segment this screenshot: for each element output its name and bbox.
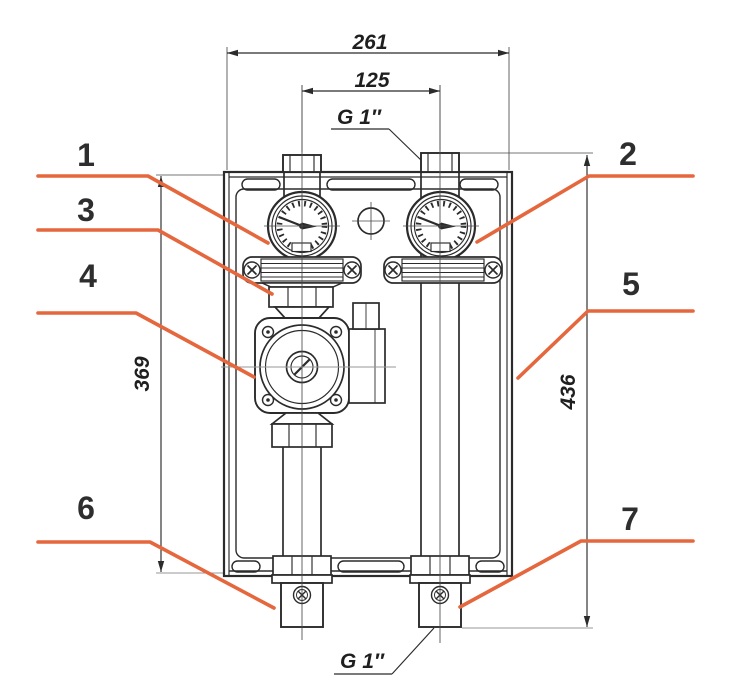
top-rail-slot-right xyxy=(459,178,499,191)
top-rail-slot-left xyxy=(241,178,281,191)
dim-value-125: 125 xyxy=(354,69,389,92)
bottom-rail-slot-left xyxy=(231,560,261,573)
dim-value-261: 261 xyxy=(351,31,387,54)
thread-label-top: G 1″ xyxy=(331,106,425,164)
callout-number-2: 2 xyxy=(619,136,637,172)
top-rail-slot-middle xyxy=(326,178,416,191)
callout-6: 6 xyxy=(36,490,276,610)
dim-value-436: 436 xyxy=(557,374,580,410)
gauge-window xyxy=(430,242,451,253)
enclosure xyxy=(222,170,514,578)
dimension-overall-height: 436 xyxy=(459,152,593,629)
gauge-needle xyxy=(278,215,303,228)
callout-5: 5 xyxy=(516,266,695,380)
callout-3: 3 xyxy=(36,192,274,296)
callout-number-3: 3 xyxy=(77,192,95,228)
pump-terminal-box xyxy=(348,328,386,404)
isolation-valve-right xyxy=(383,256,503,284)
dimension-overall-width: 261 xyxy=(226,31,510,170)
callout-7: 7 xyxy=(458,501,695,609)
mounting-hole xyxy=(352,202,390,240)
gauge-needle xyxy=(417,215,442,228)
callout-2: 2 xyxy=(475,136,695,244)
bottom-rail-slot-right xyxy=(475,560,505,573)
callout-number-6: 6 xyxy=(77,490,95,526)
callout-number-7: 7 xyxy=(621,501,639,537)
circulation-pump xyxy=(254,302,386,448)
callout-1: 1 xyxy=(36,137,270,245)
callout-number-4: 4 xyxy=(79,258,97,294)
gauge-window xyxy=(291,242,312,253)
centerlines xyxy=(221,85,479,643)
callout-number-5: 5 xyxy=(622,266,640,302)
dimension-body-height: 369 xyxy=(131,174,224,574)
callout-4: 4 xyxy=(36,258,256,379)
dim-value-369: 369 xyxy=(131,356,154,391)
bottom-rail-slot-middle xyxy=(337,560,405,573)
thread-label-bottom: G 1″ xyxy=(334,627,435,675)
thread-size-bottom: G 1″ xyxy=(340,650,385,673)
callout-number-1: 1 xyxy=(77,137,95,173)
thread-size-top: G 1″ xyxy=(337,106,382,129)
